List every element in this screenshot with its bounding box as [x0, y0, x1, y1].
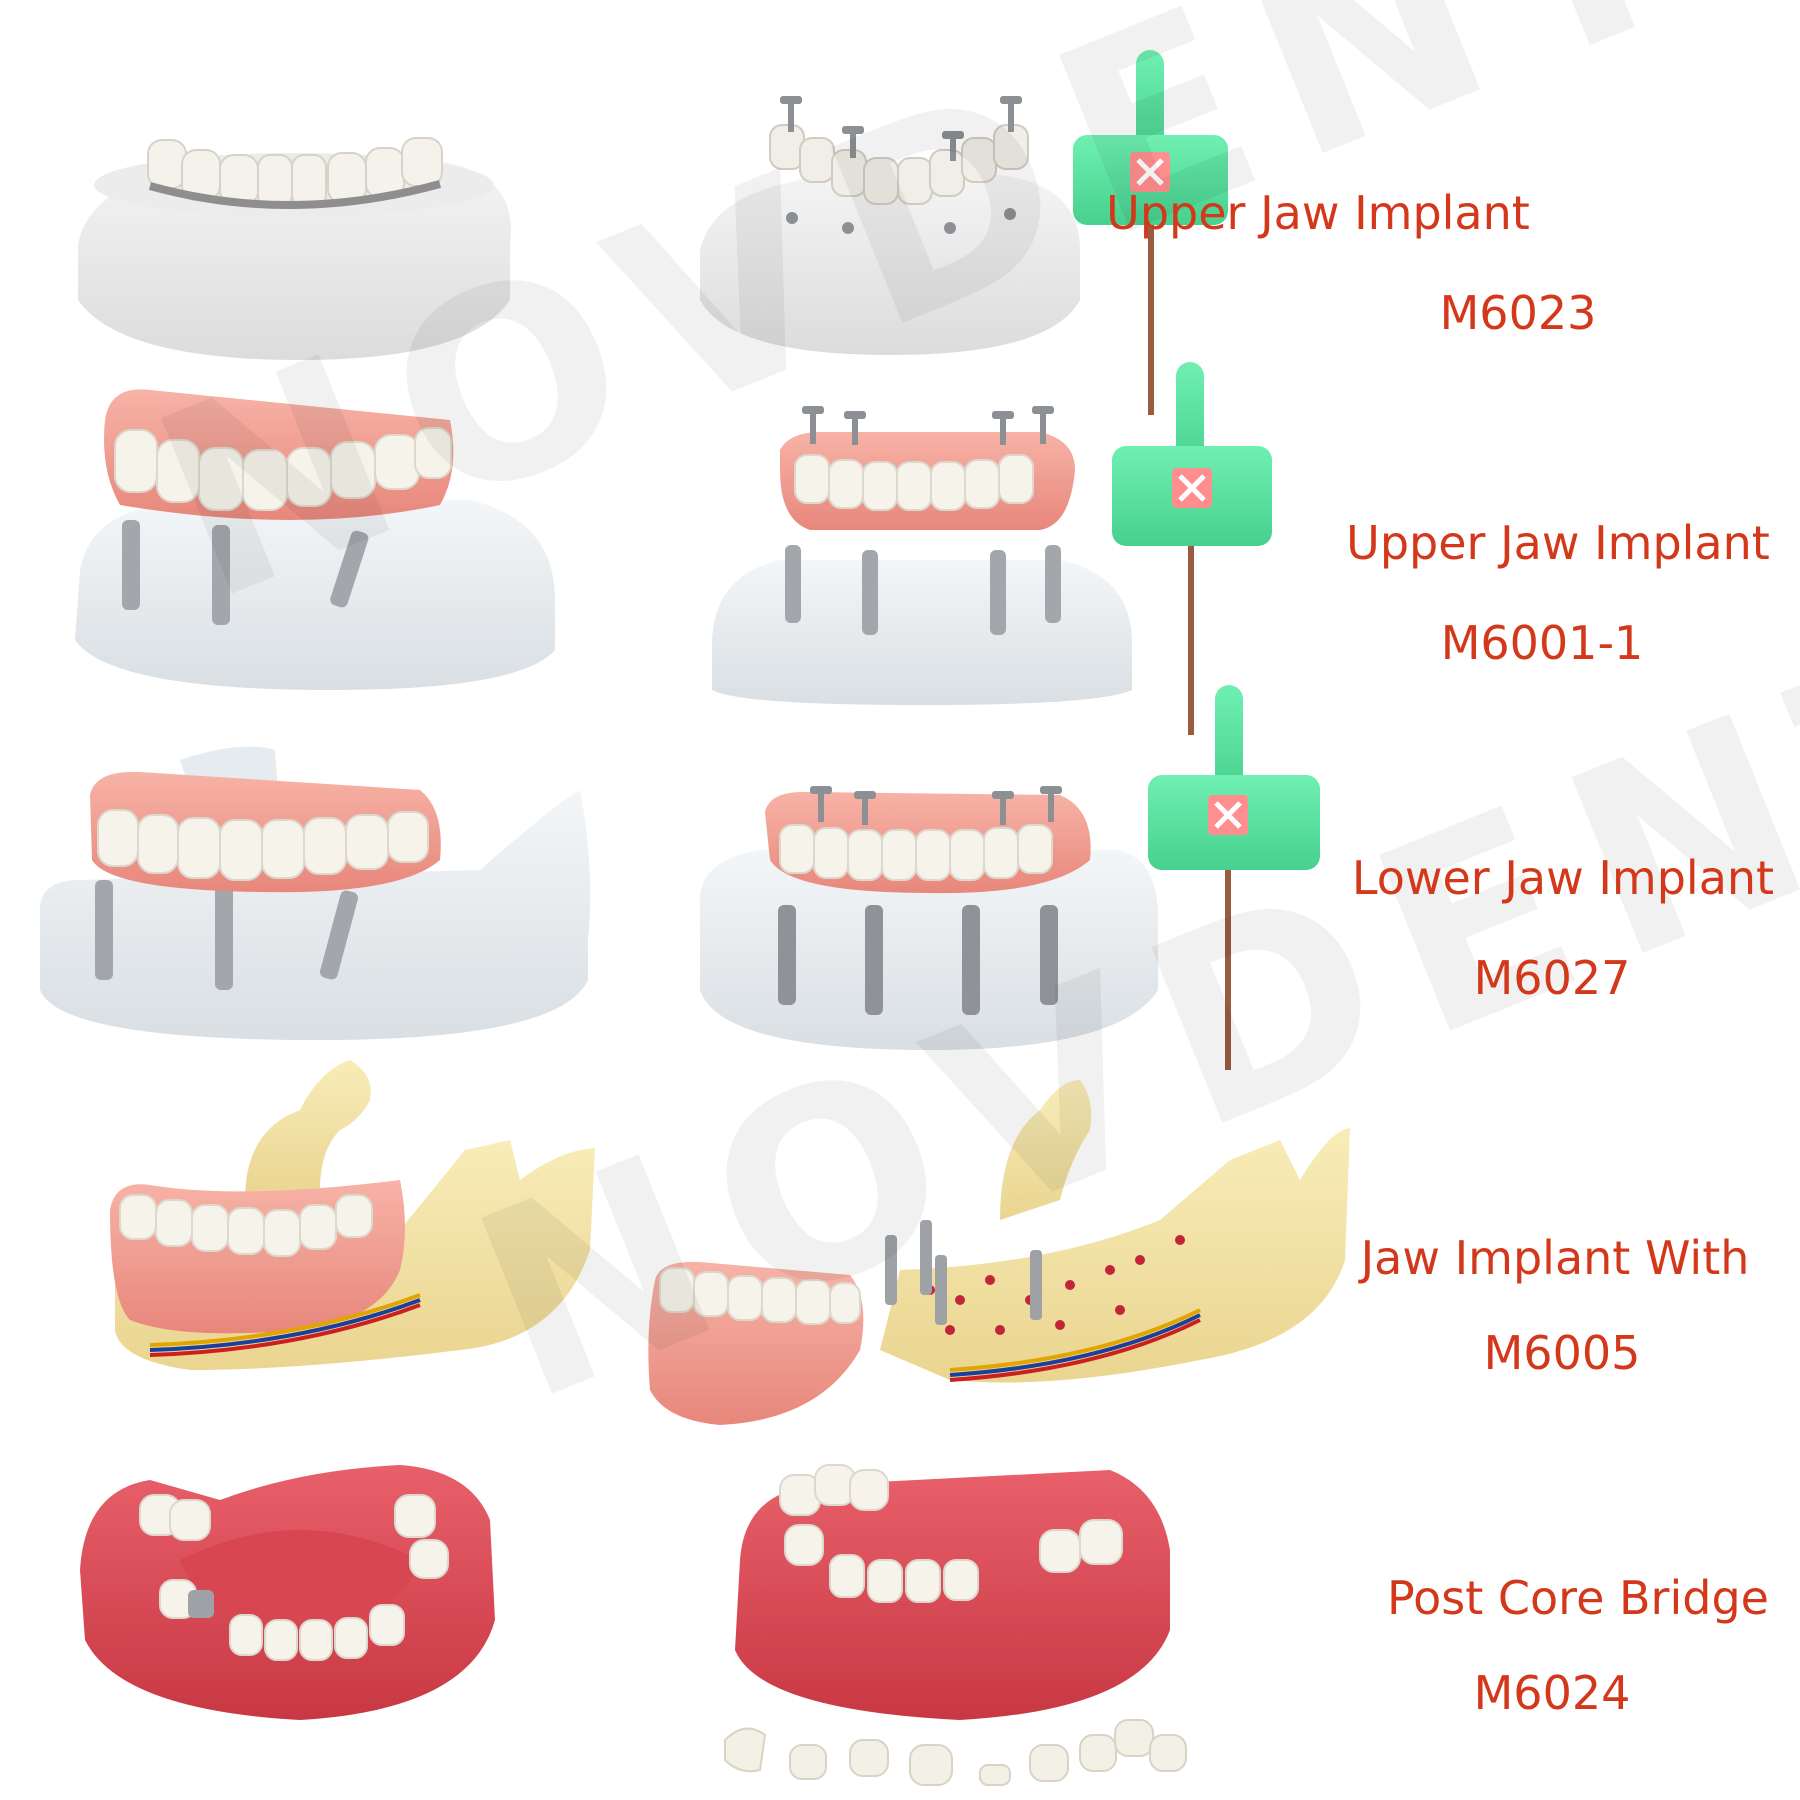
model-m6027-left [40, 746, 591, 1040]
product-name-label: Upper Jaw Implant [1106, 186, 1530, 240]
product-name-label: Upper Jaw Implant [1346, 516, 1770, 570]
model-m6023-right [700, 96, 1080, 355]
model-m6005-left [110, 1060, 595, 1370]
screwdriver-1 [1073, 50, 1228, 415]
product-code-label: M6023 [1439, 286, 1597, 340]
product-code-label: M6027 [1473, 951, 1631, 1005]
model-m6024-left [80, 1465, 495, 1720]
product-code-label: M6024 [1473, 1666, 1631, 1720]
model-m6005-right [648, 1080, 1350, 1425]
product-name-label: Post Core Bridge [1387, 1571, 1769, 1625]
screwdriver-3 [1148, 685, 1320, 1070]
model-m6027-right [700, 786, 1158, 1050]
product-name-label: Lower Jaw Implant [1351, 851, 1775, 905]
model-m6023-left [78, 137, 511, 360]
product-code-label: M6005 [1483, 1326, 1641, 1380]
model-m6024-right [724, 1464, 1187, 1786]
model-m6001-right [712, 406, 1132, 705]
product-name-label: Jaw Implant With [1360, 1231, 1750, 1285]
screwdriver-2 [1112, 362, 1272, 735]
model-m6001-left [75, 389, 555, 690]
product-code-label: M6001-1 [1440, 616, 1644, 670]
